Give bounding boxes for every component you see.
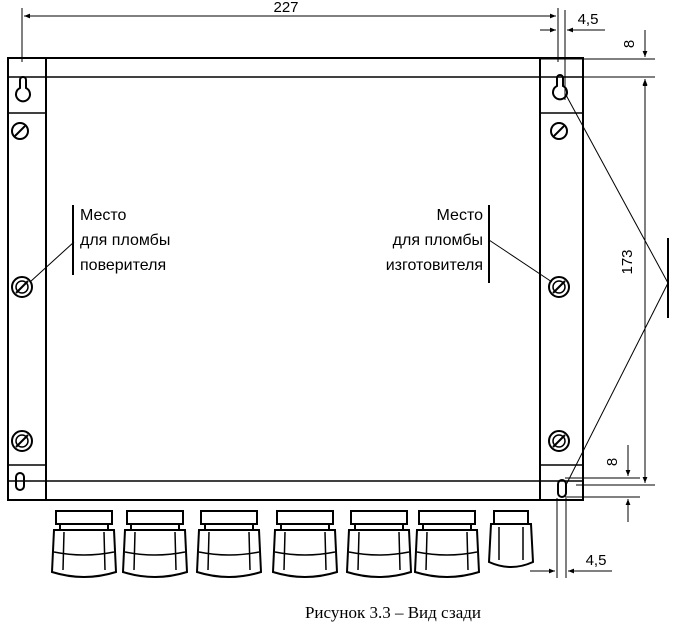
- seal-label-left-line1: Место: [80, 207, 127, 224]
- seal-label-right-line2: для пломбы: [393, 232, 483, 249]
- keyhole-slot-left: [15, 76, 31, 103]
- dimension-offset-bottom-label: 4,5: [586, 552, 607, 569]
- cable-gland: [413, 510, 481, 578]
- cable-gland: [345, 510, 413, 578]
- keyhole-slot-right: [552, 74, 568, 101]
- dimension-width-label: 227: [273, 0, 298, 16]
- seal-label-left-line2: для пломбы: [80, 232, 170, 249]
- dimension-bottom-vertical: 8: [565, 445, 640, 522]
- dimension-top-vertical-label: 8: [621, 40, 638, 48]
- cable-gland: [195, 510, 263, 578]
- dimension-height: 173: [576, 80, 655, 486]
- cable-gland: [271, 510, 339, 578]
- screw-left-middle: [11, 276, 33, 298]
- cable-gland-small: [487, 510, 535, 568]
- dimension-offset-top-label: 4,5: [578, 11, 599, 28]
- enclosure: [7, 57, 584, 501]
- screw-left-top: [11, 122, 29, 140]
- dimension-offset-top: 4,5: [540, 10, 605, 100]
- screw-left-bottom: [11, 430, 33, 452]
- screw-right-middle: [548, 276, 570, 298]
- dimension-offset-bottom: 4,5: [530, 498, 612, 578]
- figure-caption: Рисунок 3.3 – Вид сзади: [305, 603, 481, 622]
- seal-label-left-line3: поверителя: [80, 257, 166, 274]
- seal-label-right: Место для пломбы изготовителя: [386, 205, 553, 283]
- bottom-slot-right: [557, 479, 567, 498]
- dimension-bottom-vertical-label: 8: [604, 458, 621, 466]
- seal-label-right-line3: изготовителя: [386, 257, 483, 274]
- screw-right-top: [550, 122, 568, 140]
- cable-gland: [121, 510, 189, 578]
- screw-right-bottom: [548, 430, 570, 452]
- seal-label-right-line1: Место: [437, 207, 484, 224]
- bottom-slot-left: [15, 472, 25, 491]
- cable-gland: [50, 510, 118, 578]
- leader-lines-right: [565, 94, 669, 486]
- dimension-height-label: 173: [619, 249, 636, 274]
- cable-glands: [50, 510, 535, 578]
- dimension-width: 227: [21, 0, 559, 62]
- seal-label-left: Место для пломбы поверителя: [29, 205, 170, 283]
